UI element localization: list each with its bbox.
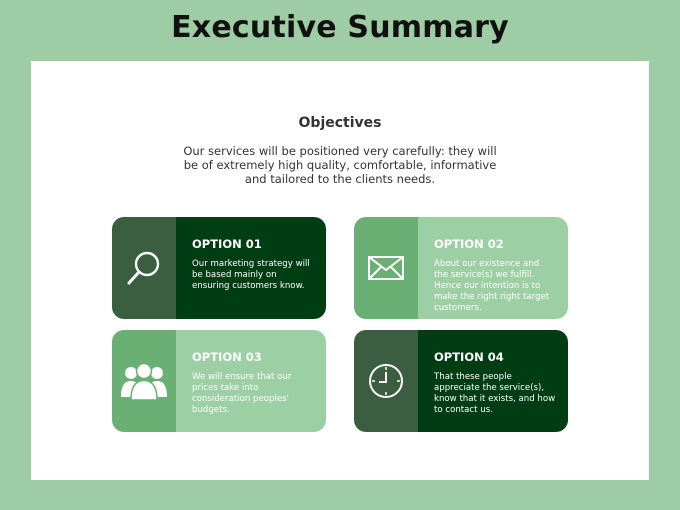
option-02-icon-box (354, 217, 418, 319)
option-02-text: About our existence and the service(s) w… (434, 259, 550, 313)
option-card-01: OPTION 01 Our marketing strategy will be… (112, 217, 326, 319)
option-03-icon-box (112, 330, 176, 432)
option-03-label: OPTION 03 (192, 350, 262, 364)
option-03-content: OPTION 03 We will ensure that our prices… (176, 330, 326, 432)
option-card-02: OPTION 02 About our existence and the se… (354, 217, 568, 319)
option-03-text: We will ensure that our prices take into… (192, 372, 292, 415)
page-title: Executive Summary (171, 10, 509, 45)
envelope-icon (368, 256, 404, 280)
people-group-icon (121, 362, 167, 401)
option-02-content: OPTION 02 About our existence and the se… (418, 217, 568, 319)
option-04-icon-box (354, 330, 418, 432)
option-01-content: OPTION 01 Our marketing strategy will be… (176, 217, 326, 319)
option-04-text: That these people appreciate the service… (434, 372, 556, 415)
clock-icon (369, 364, 403, 398)
option-card-04: OPTION 04 That these people appreciate t… (354, 330, 568, 432)
option-01-icon-box (112, 217, 176, 319)
option-04-label: OPTION 04 (434, 350, 504, 364)
objectives-heading: Objectives (298, 115, 382, 131)
option-01-label: OPTION 01 (192, 237, 262, 251)
option-card-03: OPTION 03 We will ensure that our prices… (112, 330, 326, 432)
option-02-label: OPTION 02 (434, 237, 504, 251)
objectives-text: Our services will be positioned very car… (183, 144, 497, 186)
option-01-text: Our marketing strategy will be based mai… (192, 259, 310, 291)
option-04-content: OPTION 04 That these people appreciate t… (418, 330, 568, 432)
magnifier-icon (127, 251, 160, 285)
